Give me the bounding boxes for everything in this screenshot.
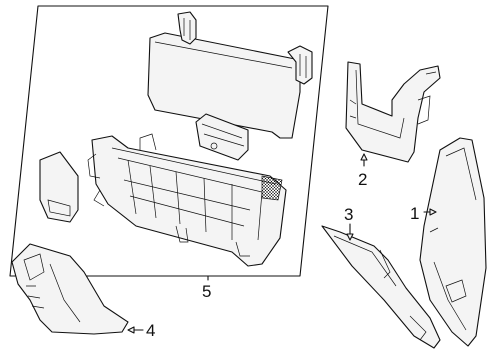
side-trim-panel-part-1[interactable]: [419, 137, 487, 347]
lower-trim-panel-part-3[interactable]: [321, 225, 441, 349]
leader-arrow-4: [127, 326, 135, 334]
callout-2: 2: [358, 170, 367, 189]
callout-1: 1: [410, 204, 419, 223]
callout-3: 3: [344, 205, 353, 224]
assembly-group-box: [9, 5, 329, 277]
glove-box-bin-part[interactable]: [87, 133, 287, 267]
callout-5: 5: [202, 282, 211, 301]
left-end-cap-part[interactable]: [39, 151, 79, 223]
leader-lines: [127, 153, 437, 334]
leader-arrow-2: [360, 153, 368, 161]
glove-box-door-part[interactable]: [147, 11, 313, 139]
leader-arrow-3: [346, 233, 354, 241]
latch-module-part[interactable]: [195, 113, 249, 161]
leader-arrow-1: [429, 208, 437, 216]
support-bracket-part-2[interactable]: [345, 61, 441, 163]
callout-4: 4: [146, 321, 155, 340]
end-piece-part-4[interactable]: [11, 243, 129, 335]
